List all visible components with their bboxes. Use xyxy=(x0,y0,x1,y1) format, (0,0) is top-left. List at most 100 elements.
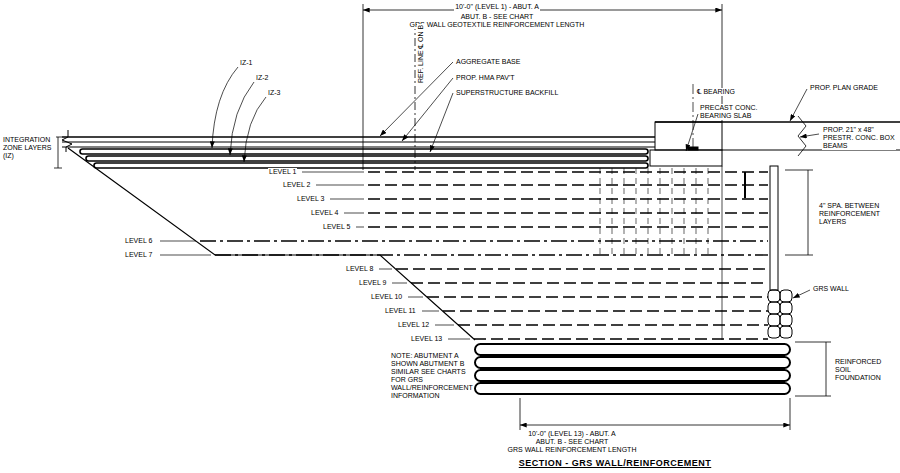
leader-lines xyxy=(230,82,254,155)
reference-line xyxy=(415,22,416,170)
reinforcement-levels xyxy=(427,296,768,297)
leader-lines xyxy=(686,114,698,151)
reinforced-soil-foundation xyxy=(475,344,790,394)
level-label: LEVEL 13 xyxy=(410,335,443,343)
reference-line xyxy=(415,22,416,170)
callout-label: IZ-2 xyxy=(255,74,269,82)
leader-lines xyxy=(790,89,807,121)
integration-zone-layers xyxy=(80,149,648,154)
dimension-lines xyxy=(826,342,827,396)
callout-label: SUPERSTRUCTURE BACKFILL xyxy=(455,89,559,97)
reference-label: REF. LINE ℄ ON B xyxy=(417,24,425,84)
dimension-lines xyxy=(520,425,790,426)
reinforcement-levels xyxy=(368,198,768,199)
dimension-lines xyxy=(58,137,59,168)
bearing-zone-reinforcement xyxy=(684,168,685,255)
dimension-text: ABUT. B - SEE CHART xyxy=(535,438,610,446)
reinforcement-levels xyxy=(474,338,768,339)
dimension-lines xyxy=(54,168,62,169)
integration-zone-layers xyxy=(94,163,648,168)
pavement-layers xyxy=(62,147,655,148)
grs-wall xyxy=(768,302,780,314)
level-label: LEVEL 7 xyxy=(124,251,153,259)
dimension-text: ABUT. B - SEE CHART xyxy=(460,13,535,21)
top-dimension xyxy=(363,4,364,170)
level-label: LEVEL 11 xyxy=(384,307,417,315)
level-leaders xyxy=(160,241,196,242)
level-leaders xyxy=(379,269,392,270)
leader-lines xyxy=(402,78,453,141)
callout-label: PRECAST CONC. BEARING SLAB xyxy=(699,104,761,120)
top-dimension xyxy=(363,10,722,11)
reinforcement-levels xyxy=(368,184,768,185)
grs-wall xyxy=(780,326,792,338)
dimension-text: 10'-0" (LEVEL 13) - ABUT. A xyxy=(527,430,617,438)
grs-wall xyxy=(770,166,778,290)
leader-lines xyxy=(212,67,238,148)
bearing-zone-reinforcement xyxy=(696,168,697,255)
dimension-lines xyxy=(795,342,831,343)
superstructure xyxy=(650,150,722,166)
level-leaders xyxy=(408,297,423,298)
superstructure xyxy=(688,147,698,150)
level-leaders xyxy=(302,172,364,173)
callout-label: PROP. PLAN GRADE xyxy=(809,84,879,92)
grs-wall xyxy=(722,166,723,340)
level-label: LEVEL 5 xyxy=(322,223,351,231)
dimension-text: 10'-0" (LEVEL 1) - ABUT. A xyxy=(454,3,540,11)
dimension-lines xyxy=(808,170,809,255)
section-title: SECTION - GRS WALL/REINFORCEMENT xyxy=(519,458,712,468)
reinforced-soil-foundation xyxy=(475,344,790,355)
level-leaders xyxy=(160,255,211,256)
reinforcement-levels xyxy=(368,171,768,172)
level-label: LEVEL 3 xyxy=(296,195,325,203)
reinforced-soil-foundation xyxy=(475,370,790,381)
reinforcement-levels xyxy=(411,282,768,283)
callout-label: IZ-3 xyxy=(267,89,281,97)
dimension-text: 4" SPA. BETWEEN REINFORCEMENT LAYERS xyxy=(818,202,896,226)
zone-label: INTEGRATION ZONE LAYERS (IZ) xyxy=(2,136,56,160)
callout-label: GRS WALL xyxy=(812,285,850,293)
callout-label: PROP. HMA PAV'T xyxy=(455,74,516,82)
leader-lines xyxy=(244,97,266,162)
reinforcement-levels xyxy=(215,254,768,255)
grs-wall xyxy=(780,314,792,326)
bearing-zone-reinforcement xyxy=(612,168,613,255)
reinforcement-levels xyxy=(368,226,768,227)
level-label: LEVEL 2 xyxy=(282,181,311,189)
bearing-zone-reinforcement xyxy=(624,168,625,255)
level-label: LEVEL 4 xyxy=(310,209,339,217)
bearing-zone-reinforcement xyxy=(660,168,661,255)
pavement-layers xyxy=(62,130,72,152)
callout-label: ℄ BEARING xyxy=(696,88,736,96)
reinforcement-levels xyxy=(200,172,768,339)
level-leaders xyxy=(316,185,364,186)
grs-wall xyxy=(780,290,792,302)
reinforcement-levels xyxy=(200,240,768,241)
leader-lines xyxy=(430,93,453,152)
dimension-text: REINFORCED SOIL FOUNDATION xyxy=(834,358,898,382)
level-leaders xyxy=(344,213,364,214)
integration-zone-layers xyxy=(80,149,648,168)
dimension-text: GRS WALL REINFORCEMENT LENGTH xyxy=(507,446,638,454)
reinforcement-levels xyxy=(396,268,768,269)
excavation-slope xyxy=(68,148,475,340)
callout-label: IZ-1 xyxy=(239,59,253,67)
reinforced-soil-foundation xyxy=(475,357,790,368)
reinforcement-levels xyxy=(458,324,768,325)
level-label: LEVEL 12 xyxy=(397,321,430,329)
superstructure xyxy=(650,84,900,166)
level-label: LEVEL 6 xyxy=(124,237,153,245)
level-leaders xyxy=(435,325,454,326)
bearing-zone-reinforcement xyxy=(600,168,708,255)
level-leaders xyxy=(160,172,470,339)
level-label: LEVEL 8 xyxy=(345,265,374,273)
grs-wall xyxy=(768,290,780,302)
reinforced-soil-foundation xyxy=(475,383,790,394)
bearing-zone-reinforcement xyxy=(708,168,709,255)
level-leaders xyxy=(330,199,364,200)
grs-wall xyxy=(768,314,780,326)
pavement-layers xyxy=(62,142,655,143)
callout-label: PROP. 21" x 48" PRESTR. CONC. BOX BEAMS xyxy=(822,126,896,150)
